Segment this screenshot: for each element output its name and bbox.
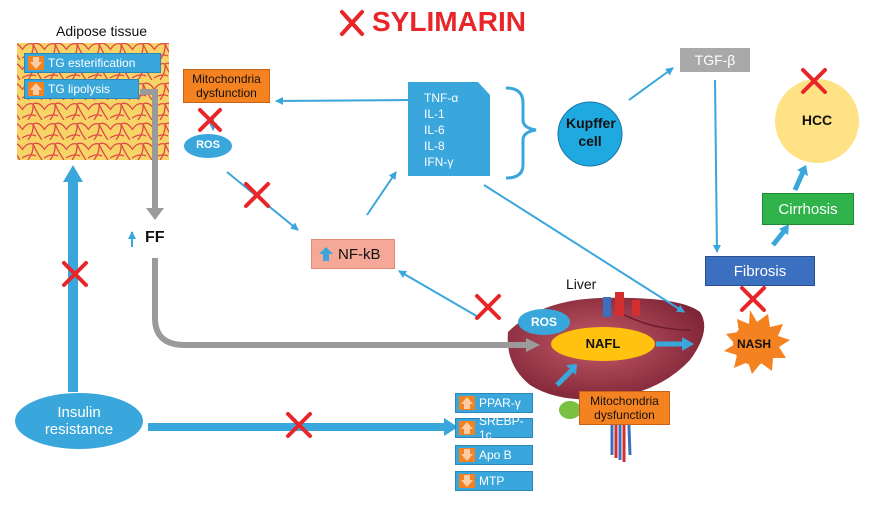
nash-label: NASH [736, 337, 771, 351]
cytokine-box [408, 82, 490, 176]
mitochondria-dysfunction-top: Mitochondria dysfunction [183, 69, 270, 103]
gene-label: PPAR-γ [479, 396, 521, 410]
block-x-insulin [62, 261, 88, 287]
gene-label: SREBP-1c [479, 414, 524, 442]
tg-esterification-label: TG esterification [48, 56, 136, 70]
gene-label: Apo B [479, 448, 512, 462]
block-x-genes [286, 412, 312, 438]
nafl-label: NAFL [585, 336, 621, 351]
up-arrow-icon [318, 246, 334, 262]
hcc-circle [775, 79, 859, 163]
ros-liver-label: ROS [530, 315, 557, 329]
tg-lipolysis-label: TG lipolysis [48, 82, 111, 96]
block-x-fibrosis [740, 286, 766, 312]
ros-ellipse-top [184, 134, 232, 158]
gene-item-srebp-1c: SREBP-1c [455, 414, 533, 442]
nf-kb-label: NF-kB [338, 245, 381, 263]
up-arrow-icon [459, 421, 475, 435]
down-arrow-icon [28, 56, 44, 70]
cytokine-il-1: IL-1 [424, 107, 445, 121]
cytokine-il-8: IL-8 [424, 139, 445, 153]
adipose-tissue-label: Adipose tissue [56, 23, 148, 39]
mitochondria-dysfunction-liver: Mitochondria dysfunction [579, 391, 670, 425]
block-x-ros [244, 182, 270, 208]
fibrosis-box: Fibrosis [705, 256, 815, 286]
nafl-ellipse [551, 327, 655, 361]
nf-kb-box: NF-kB [311, 239, 395, 269]
insulin-resistance-label: Insulin resistance [44, 404, 114, 438]
block-x-mito [198, 108, 222, 132]
cytokine-bracket [505, 86, 537, 180]
down-arrow-icon [459, 474, 475, 488]
hcc-label: HCC [801, 112, 833, 128]
down-arrow-icon [459, 448, 475, 462]
block-x-nfkb [475, 294, 501, 320]
ros-top-label: ROS [196, 139, 220, 151]
kupffer-cell [557, 101, 623, 167]
gray-arrows [140, 89, 528, 348]
cirrhosis-box: Cirrhosis [762, 193, 854, 225]
tgf-beta-box: TGF-β [680, 48, 750, 72]
tg-lipolysis-box: TG lipolysis [24, 79, 139, 99]
tg-esterification-box: TG esterification [24, 53, 161, 73]
up-arrow-icon [459, 396, 475, 410]
nash-starburst [724, 310, 790, 374]
kupffer-cell-label: Kupffer cell [566, 115, 616, 149]
gene-item-apo-b: Apo B [455, 445, 533, 465]
ros-ellipse-liver [518, 309, 570, 335]
block-x-title [340, 10, 364, 36]
cytokine-tnf-alpha: TNF-α [424, 91, 459, 105]
gene-item-ppar-gamma: PPAR-γ [455, 393, 533, 413]
cytokine-ifn-gamma: IFN-γ [424, 155, 454, 169]
gene-label: MTP [479, 474, 505, 488]
diagram-title: SYLIMARIN [372, 6, 526, 37]
cytokine-il-6: IL-6 [424, 123, 445, 137]
liver-label: Liver [566, 276, 597, 292]
insulin-ellipse [15, 393, 143, 449]
block-x-hcc [801, 68, 827, 94]
gene-item-mtp: MTP [455, 471, 533, 491]
ff-label: FF [145, 229, 165, 246]
up-arrow-icon [28, 82, 44, 96]
